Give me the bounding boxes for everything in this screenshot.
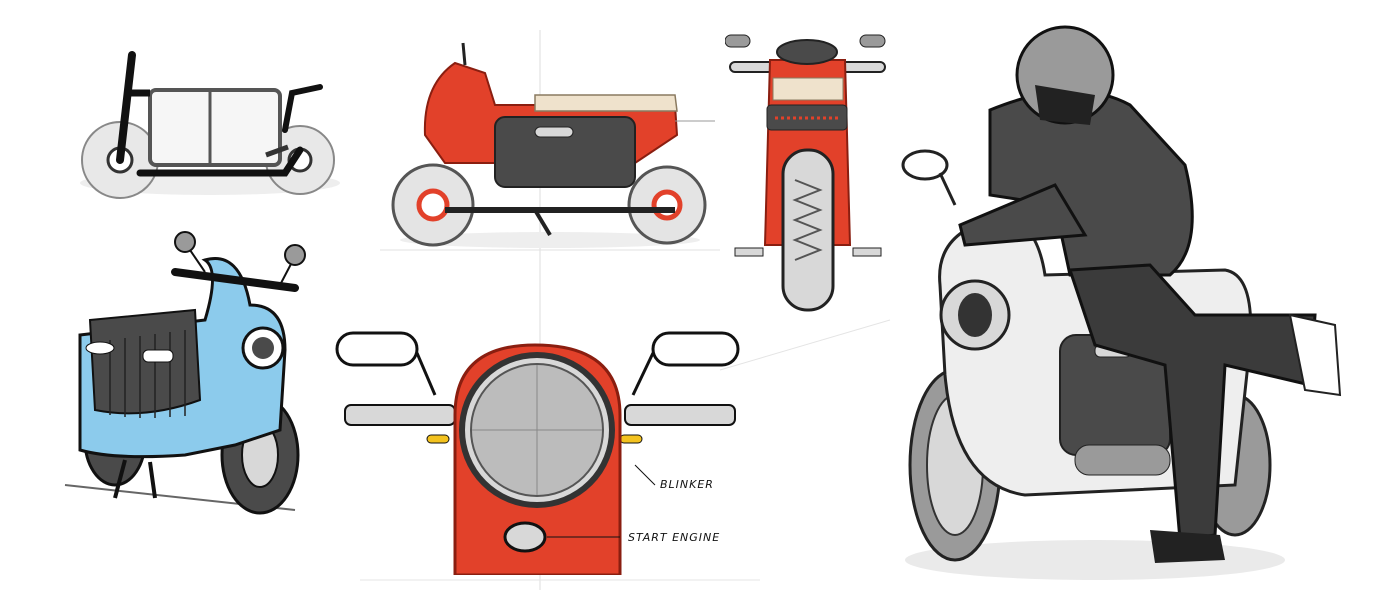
blue-scooter-perspective [55, 230, 330, 530]
red-scooter-front-view [725, 30, 890, 315]
red-scooter-side-view [385, 35, 715, 250]
handlebar-closeup-front-view [335, 325, 745, 575]
frame-side-view [70, 45, 350, 205]
blinker-label: BLINKER [660, 478, 714, 491]
start-engine-label: START ENGINE [628, 531, 721, 544]
rider-on-scooter-perspective [895, 15, 1355, 590]
